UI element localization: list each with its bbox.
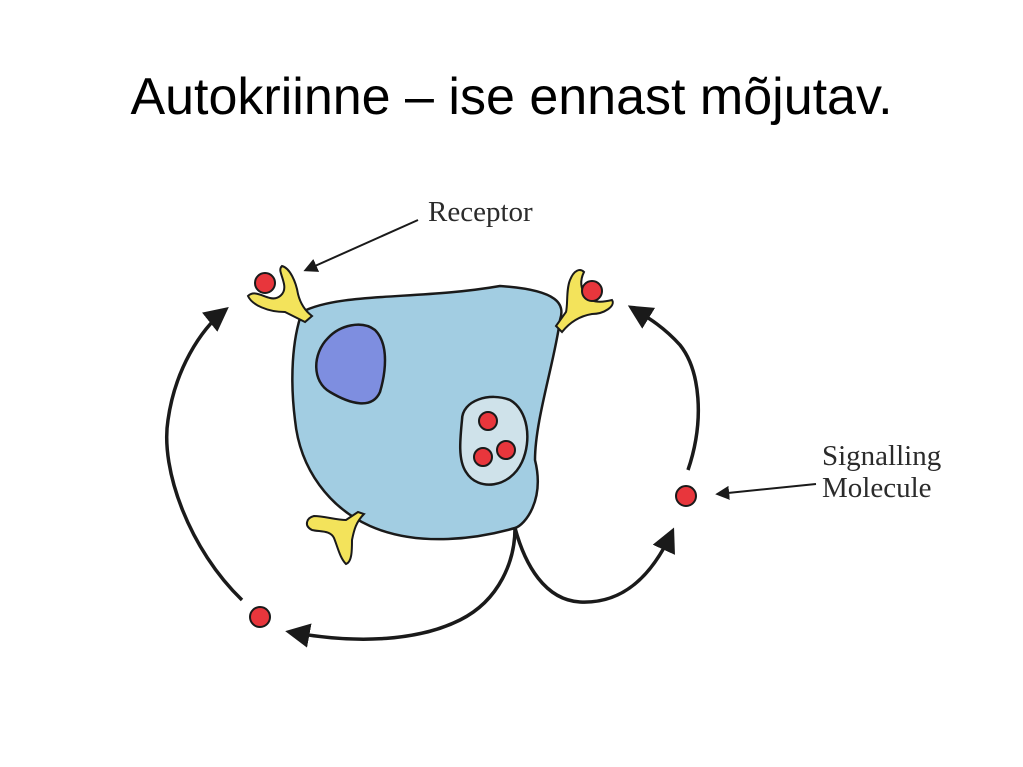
signalling-label-line1: Signalling bbox=[822, 440, 942, 472]
vesicle-molecule bbox=[496, 440, 516, 460]
receptor-bottom-left bbox=[306, 510, 366, 566]
vesicle bbox=[459, 395, 529, 486]
signalling-molecule bbox=[249, 606, 271, 628]
vesicle-molecule bbox=[473, 447, 493, 467]
bound-molecule bbox=[254, 272, 276, 294]
slide-title: Autokriinne – ise ennast mõjutav. bbox=[130, 68, 893, 126]
receptor-pointer bbox=[303, 219, 419, 272]
signalling-molecule-label: Signalling Molecule bbox=[822, 440, 941, 504]
signalling-molecule bbox=[675, 485, 697, 507]
nucleus bbox=[315, 323, 387, 405]
receptor-top-right bbox=[554, 269, 614, 334]
signalling-pointer bbox=[715, 483, 817, 500]
vesicle-molecule bbox=[478, 411, 498, 431]
bound-molecule bbox=[581, 280, 603, 302]
arrow-bottom-left bbox=[285, 527, 517, 648]
arrow-left-up bbox=[165, 306, 244, 602]
arrow-bottom-right bbox=[513, 527, 675, 604]
signalling-label-line2: Molecule bbox=[822, 472, 932, 504]
receptor-top-left bbox=[246, 264, 314, 324]
receptor-label: Receptor bbox=[428, 196, 533, 228]
arrow-right-up bbox=[627, 305, 701, 471]
